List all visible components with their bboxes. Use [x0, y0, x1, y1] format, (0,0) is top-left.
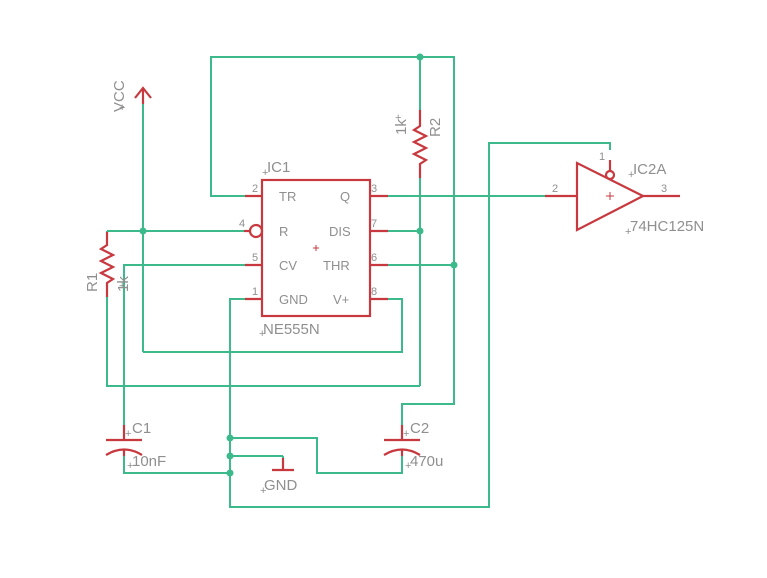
- svg-text:+: +: [127, 460, 133, 472]
- r2-name: R2: [427, 118, 444, 137]
- wire-c2-top: [401, 265, 455, 425]
- wires: [106, 56, 611, 508]
- junction-dot: [226, 469, 234, 477]
- r1-body: [98, 232, 116, 297]
- svg-text:+: +: [125, 428, 131, 440]
- ic1-name: IC1: [267, 159, 290, 176]
- junction-dot: [139, 227, 147, 235]
- vcc-symbol[interactable]: VCC +: [111, 80, 152, 114]
- svg-text:+: +: [625, 226, 631, 238]
- c2-name: C2: [410, 420, 429, 437]
- svg-text:+: +: [259, 328, 265, 340]
- pin-num-gnd: 1: [252, 286, 258, 298]
- ic1-body: [260, 178, 372, 318]
- junction-dot: [416, 53, 424, 61]
- junction-dot: [226, 434, 234, 442]
- ic2a-pin-in: 2: [552, 183, 558, 195]
- pin-num-dis: 7: [371, 218, 377, 230]
- ic2a-pin-out: 3: [661, 183, 667, 195]
- ic2a-value: 74HC125N: [630, 218, 704, 235]
- ic2a-name: IC2A: [633, 161, 666, 178]
- svg-text:+: +: [628, 169, 634, 181]
- r2-resistor[interactable]: 1k R2 +: [393, 110, 444, 178]
- ic1-ne555[interactable]: IC1 + NE555N + TR Q R DIS CV THR GND V+ …: [239, 159, 388, 340]
- gnd-symbol[interactable]: GND +: [260, 458, 298, 497]
- wire-c1-bottom: [123, 455, 230, 474]
- svg-text:+: +: [395, 112, 401, 124]
- svg-text:+: +: [403, 428, 409, 440]
- vcc-label: VCC: [111, 80, 128, 112]
- pin-name-gnd: GND: [279, 292, 308, 307]
- junction-dot: [226, 452, 234, 460]
- pin-num-vplus: 8: [371, 286, 377, 298]
- c1-value: 10nF: [132, 453, 166, 470]
- pin-name-r: R: [279, 224, 288, 239]
- r1-name: R1: [84, 273, 101, 292]
- c2-capacitor[interactable]: C2 + 470u +: [383, 420, 443, 472]
- pin-num-tr: 2: [252, 183, 258, 195]
- pin-name-vplus: V+: [333, 292, 349, 307]
- svg-text:+: +: [119, 280, 125, 292]
- svg-text:+: +: [405, 460, 411, 472]
- c1-capacitor[interactable]: C1 + 10nF +: [105, 420, 166, 472]
- pin-name-thr: THR: [323, 258, 350, 273]
- gnd-label: GND: [264, 477, 298, 494]
- pin-name-tr: TR: [279, 189, 296, 204]
- ic2a-buffer[interactable]: IC2A + 74HC125N + 1 2 3: [545, 151, 704, 238]
- r1-resistor[interactable]: R1 1k +: [84, 232, 132, 297]
- r2-value: 1k: [393, 119, 410, 135]
- svg-text:+: +: [260, 485, 266, 497]
- r1-value: 1k: [115, 276, 132, 292]
- ic1-value: NE555N: [263, 321, 320, 338]
- pin-num-q: 3: [371, 183, 377, 195]
- junction-dot: [450, 261, 458, 269]
- pin-num-thr: 6: [371, 252, 377, 264]
- junctions: [139, 53, 458, 477]
- wire-gnd-pin: [229, 142, 611, 508]
- wire-cv: [123, 264, 245, 425]
- wire-c2-bottom: [230, 437, 403, 474]
- c1-name: C1: [132, 420, 151, 437]
- c2-value: 470u: [410, 453, 443, 470]
- wire-trigger-loop: [210, 56, 455, 266]
- pin-num-cv: 5: [252, 252, 258, 264]
- pin-name-dis: DIS: [329, 224, 351, 239]
- svg-text:+: +: [119, 102, 125, 114]
- ic2a-pin-oe: 1: [599, 151, 605, 163]
- junction-dot: [416, 227, 424, 235]
- pin-name-cv: CV: [279, 258, 297, 273]
- wire-r1-r2-bottom: [106, 297, 420, 387]
- svg-text:+: +: [262, 167, 268, 179]
- r2-body: [411, 110, 429, 178]
- pin-num-r: 4: [239, 218, 245, 230]
- pin-name-q: Q: [340, 189, 350, 204]
